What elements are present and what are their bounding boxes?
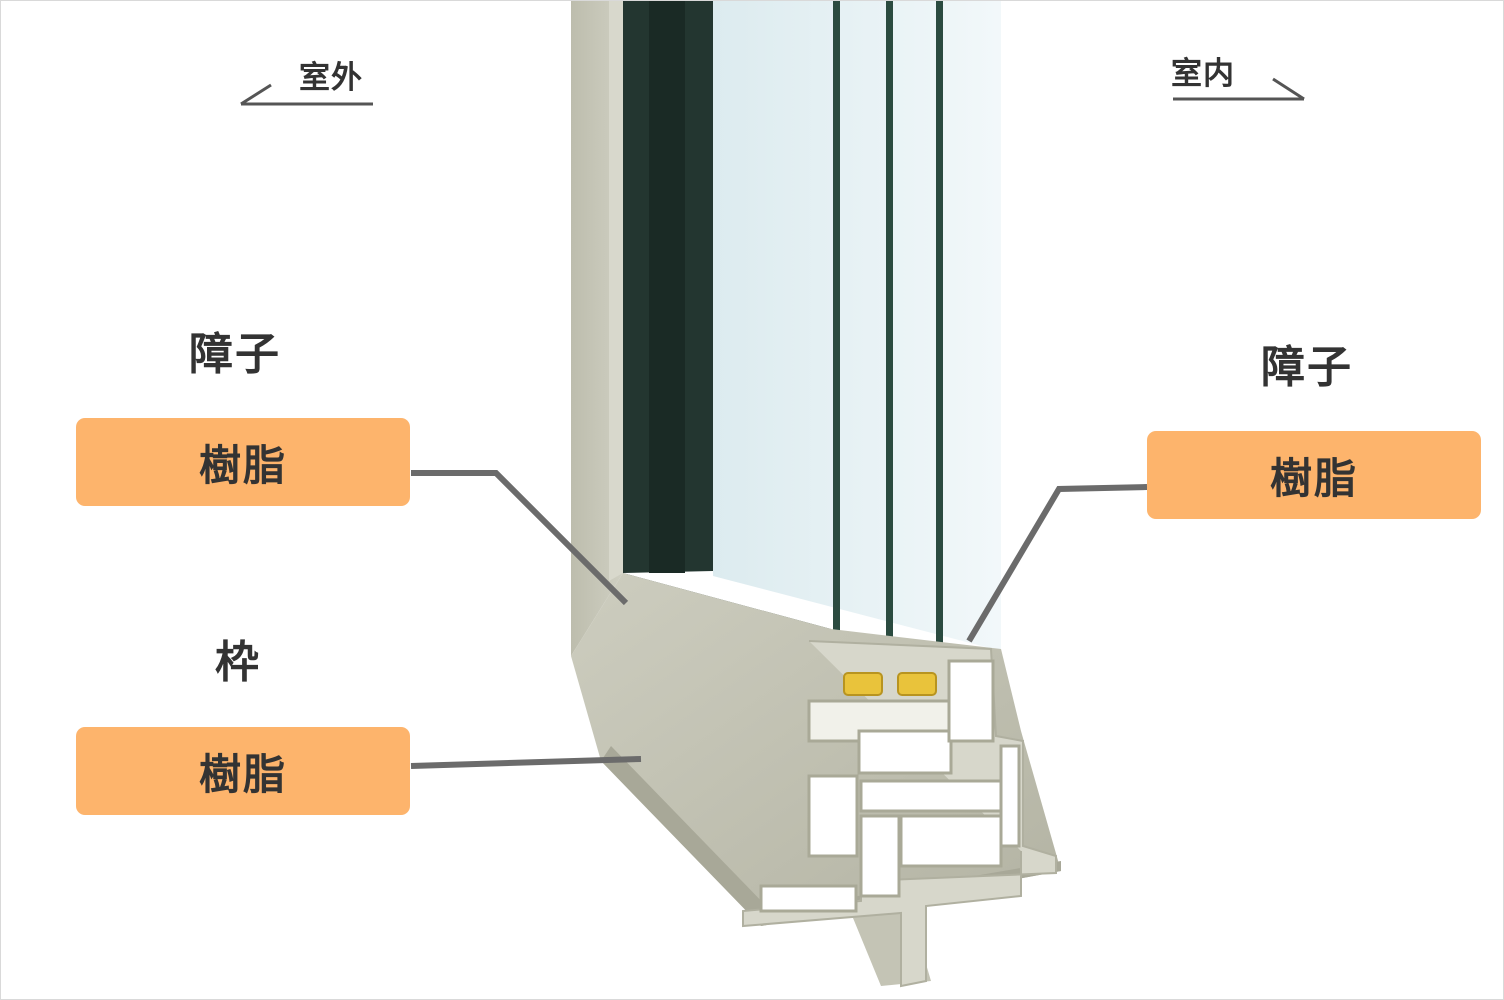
leader-line-left-frame [410, 756, 642, 769]
left-frame-part-label: 枠 [215, 637, 261, 688]
leader-line-right-sash [966, 484, 1148, 643]
glass-edge-3 [936, 1, 943, 661]
glass-pane [713, 1, 1001, 651]
inside-label: 室内 [1171, 56, 1235, 92]
left-sash-material-label: 樹脂 [198, 440, 287, 490]
right-sash-part-label: 障子 [1261, 342, 1353, 393]
left-sash-material-box: 樹脂 [76, 418, 410, 506]
inside-indicator-line [1173, 77, 1305, 101]
left-sash-part-label: 障子 [189, 329, 281, 380]
profile-cross-section [742, 640, 1057, 988]
outside-indicator-line [240, 83, 373, 106]
glass-spacer-1 [843, 672, 883, 696]
glass-edge-2 [886, 1, 893, 661]
outside-label: 室外 [299, 60, 363, 96]
leader-line-left-sash [411, 470, 629, 606]
sash-gasket-inner [649, 1, 685, 573]
left-frame-material-label: 樹脂 [198, 749, 287, 799]
right-sash-material-label: 樹脂 [1269, 453, 1358, 503]
right-sash-material-box: 樹脂 [1147, 431, 1481, 519]
frame-jamb-edge [609, 1, 623, 581]
glass-spacer-2 [897, 672, 937, 696]
left-frame-material-box: 樹脂 [76, 727, 410, 815]
glass-edge-1 [833, 1, 840, 661]
